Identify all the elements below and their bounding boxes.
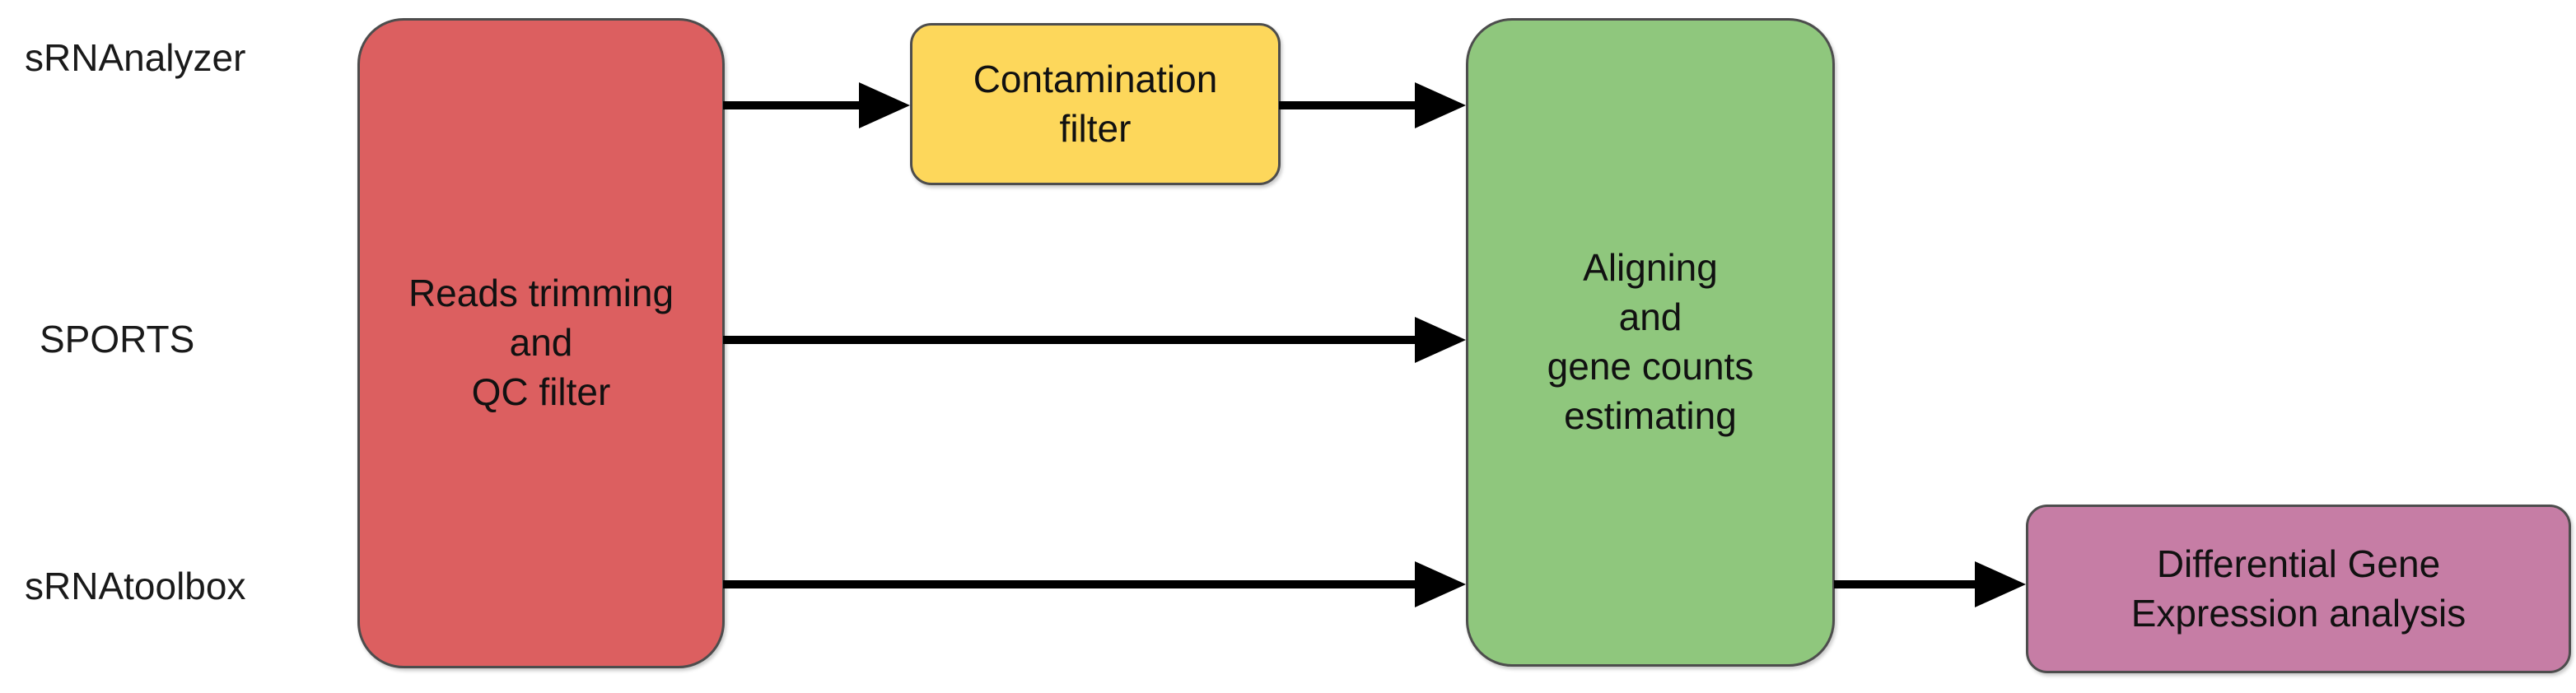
node-reads-trimming-qc-filter: Reads trimming and QC filter xyxy=(357,18,725,668)
arrow-head xyxy=(859,82,910,128)
arrow-shaft xyxy=(723,101,864,109)
node-contamination-filter-label: Contamination filter xyxy=(973,57,1218,150)
row-label-sports: SPORTS xyxy=(40,318,195,360)
node-contamination-filter: Contamination filter xyxy=(910,23,1281,185)
arrow-head xyxy=(1415,82,1466,128)
node-reads-trimming-qc-filter-label: Reads trimming and QC filter xyxy=(408,272,674,413)
arrow-shaft xyxy=(1279,101,1420,109)
node-differential-gene-expression-label: Differential Gene Expression analysis xyxy=(2130,542,2466,635)
arrow-head xyxy=(1415,561,1466,607)
node-aligning-gene-counts-label: Aligning and gene counts estimating xyxy=(1547,246,1754,437)
node-differential-gene-expression: Differential Gene Expression analysis xyxy=(2026,505,2571,673)
arrow-head xyxy=(1415,317,1466,363)
row-label-srnatoolbox: sRNAtoolbox xyxy=(25,565,246,607)
arrow-shaft xyxy=(1834,580,1980,588)
row-label-srnanalyzer: sRNAnalyzer xyxy=(25,36,246,79)
arrow-shaft xyxy=(723,580,1420,588)
node-aligning-gene-counts: Aligning and gene counts estimating xyxy=(1466,18,1835,667)
arrow-shaft xyxy=(723,336,1420,344)
arrow-head xyxy=(1975,561,2026,607)
